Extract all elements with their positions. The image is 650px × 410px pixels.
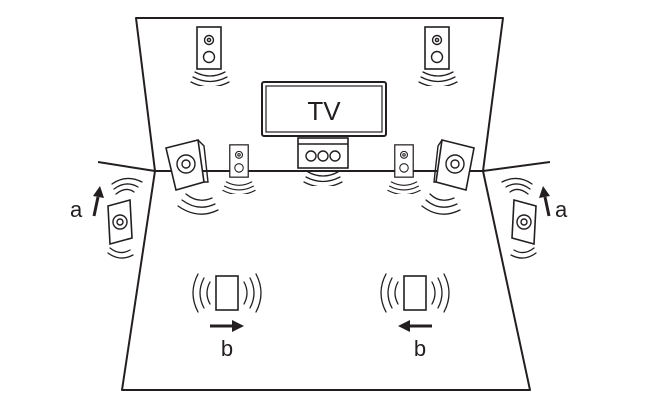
- left-up-arrow-icon: [92, 186, 104, 217]
- right-arrow-icon: [210, 320, 244, 332]
- sound-wave-icon: [501, 177, 537, 259]
- rear-right-speaker: [380, 273, 450, 313]
- right-wall: [482, 161, 551, 172]
- left-wall: [97, 161, 156, 172]
- right-side-speaker: [501, 177, 537, 259]
- sound-wave-icon: [303, 171, 343, 186]
- label-b-right: b: [414, 336, 426, 361]
- sound-wave-icon: [418, 71, 458, 86]
- sound-wave-icon: [190, 71, 230, 86]
- left-arrow-icon: [398, 320, 432, 332]
- front-left-speaker: [222, 144, 256, 194]
- front-right-cube-speaker: [421, 139, 475, 215]
- label-b-left: b: [221, 336, 233, 361]
- sound-wave-icon: [387, 181, 421, 194]
- room-outline: [97, 17, 551, 391]
- sound-wave-icon: [192, 273, 262, 313]
- rear-left-speaker: [192, 273, 262, 313]
- label-a-left: a: [70, 197, 83, 222]
- front-right-speaker: [387, 144, 421, 194]
- right-up-arrow-icon: [539, 186, 551, 217]
- sound-wave-icon: [177, 193, 219, 215]
- tv-label: TV: [307, 96, 341, 126]
- tv-screen: TV: [261, 81, 387, 137]
- sound-wave-icon: [421, 193, 461, 215]
- floor-outline: [121, 170, 531, 391]
- top-right-speaker: [418, 26, 458, 86]
- left-side-speaker: [107, 177, 143, 259]
- sound-wave-icon: [222, 181, 256, 194]
- top-left-speaker: [190, 26, 230, 86]
- label-a-right: a: [555, 197, 568, 222]
- center-speaker: [297, 137, 349, 186]
- sound-wave-icon: [107, 177, 143, 259]
- front-left-cube-speaker: [165, 139, 219, 215]
- sound-wave-icon: [380, 273, 450, 313]
